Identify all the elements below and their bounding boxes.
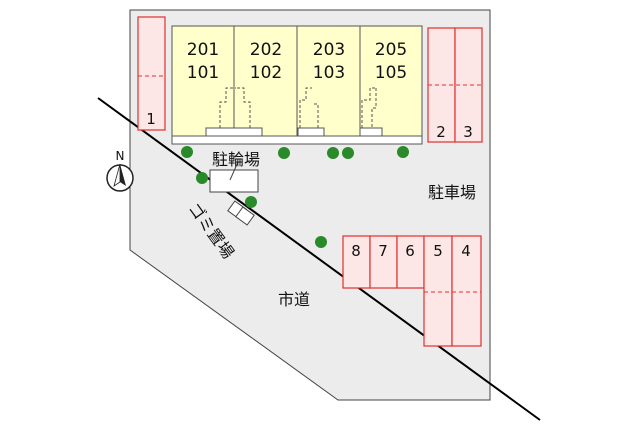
tree-icon bbox=[196, 172, 208, 184]
unit-number: 203 bbox=[313, 40, 345, 60]
parking-spot-label: 5 bbox=[433, 242, 443, 260]
unit-number: 202 bbox=[250, 40, 282, 60]
bicycle-parking-label: 駐輪場 bbox=[212, 150, 260, 169]
unit-number: 105 bbox=[375, 63, 407, 83]
building-block: 201 101 202 102 203 103 205 105 bbox=[171, 25, 423, 145]
trees bbox=[181, 146, 409, 248]
parking-spots-4-8: 8 7 6 5 4 bbox=[342, 235, 482, 347]
unit-number: 102 bbox=[250, 63, 282, 83]
parking-spot-1: 1 bbox=[137, 16, 166, 131]
parking-spot-label: 6 bbox=[405, 242, 415, 260]
parking-spot-label: 1 bbox=[146, 110, 156, 128]
parking-spot-label: 2 bbox=[436, 123, 446, 141]
city-road-label: 市道 bbox=[278, 290, 310, 309]
parking-spot-label: 3 bbox=[463, 123, 473, 141]
compass-icon: N bbox=[106, 149, 134, 192]
unit-number: 101 bbox=[187, 63, 219, 83]
tree-icon bbox=[342, 147, 354, 159]
parking-lot-label: 駐車場 bbox=[428, 183, 476, 202]
parking-spots-2-3: 2 3 bbox=[427, 27, 483, 143]
tree-icon bbox=[278, 147, 290, 159]
compass-north-label: N bbox=[116, 149, 125, 163]
unit-number: 103 bbox=[313, 63, 345, 83]
parking-spot-label: 7 bbox=[378, 242, 388, 260]
parking-spot-label: 4 bbox=[461, 242, 471, 260]
bicycle-parking: 駐輪場 bbox=[209, 150, 260, 193]
tree-icon bbox=[327, 147, 339, 159]
tree-icon bbox=[245, 196, 257, 208]
unit-number: 205 bbox=[375, 40, 407, 60]
parking-spot-label: 8 bbox=[351, 242, 361, 260]
tree-icon bbox=[397, 146, 409, 158]
unit-number: 201 bbox=[187, 40, 219, 60]
city-road-line bbox=[97, 97, 541, 421]
tree-icon bbox=[315, 236, 327, 248]
tree-icon bbox=[181, 146, 193, 158]
